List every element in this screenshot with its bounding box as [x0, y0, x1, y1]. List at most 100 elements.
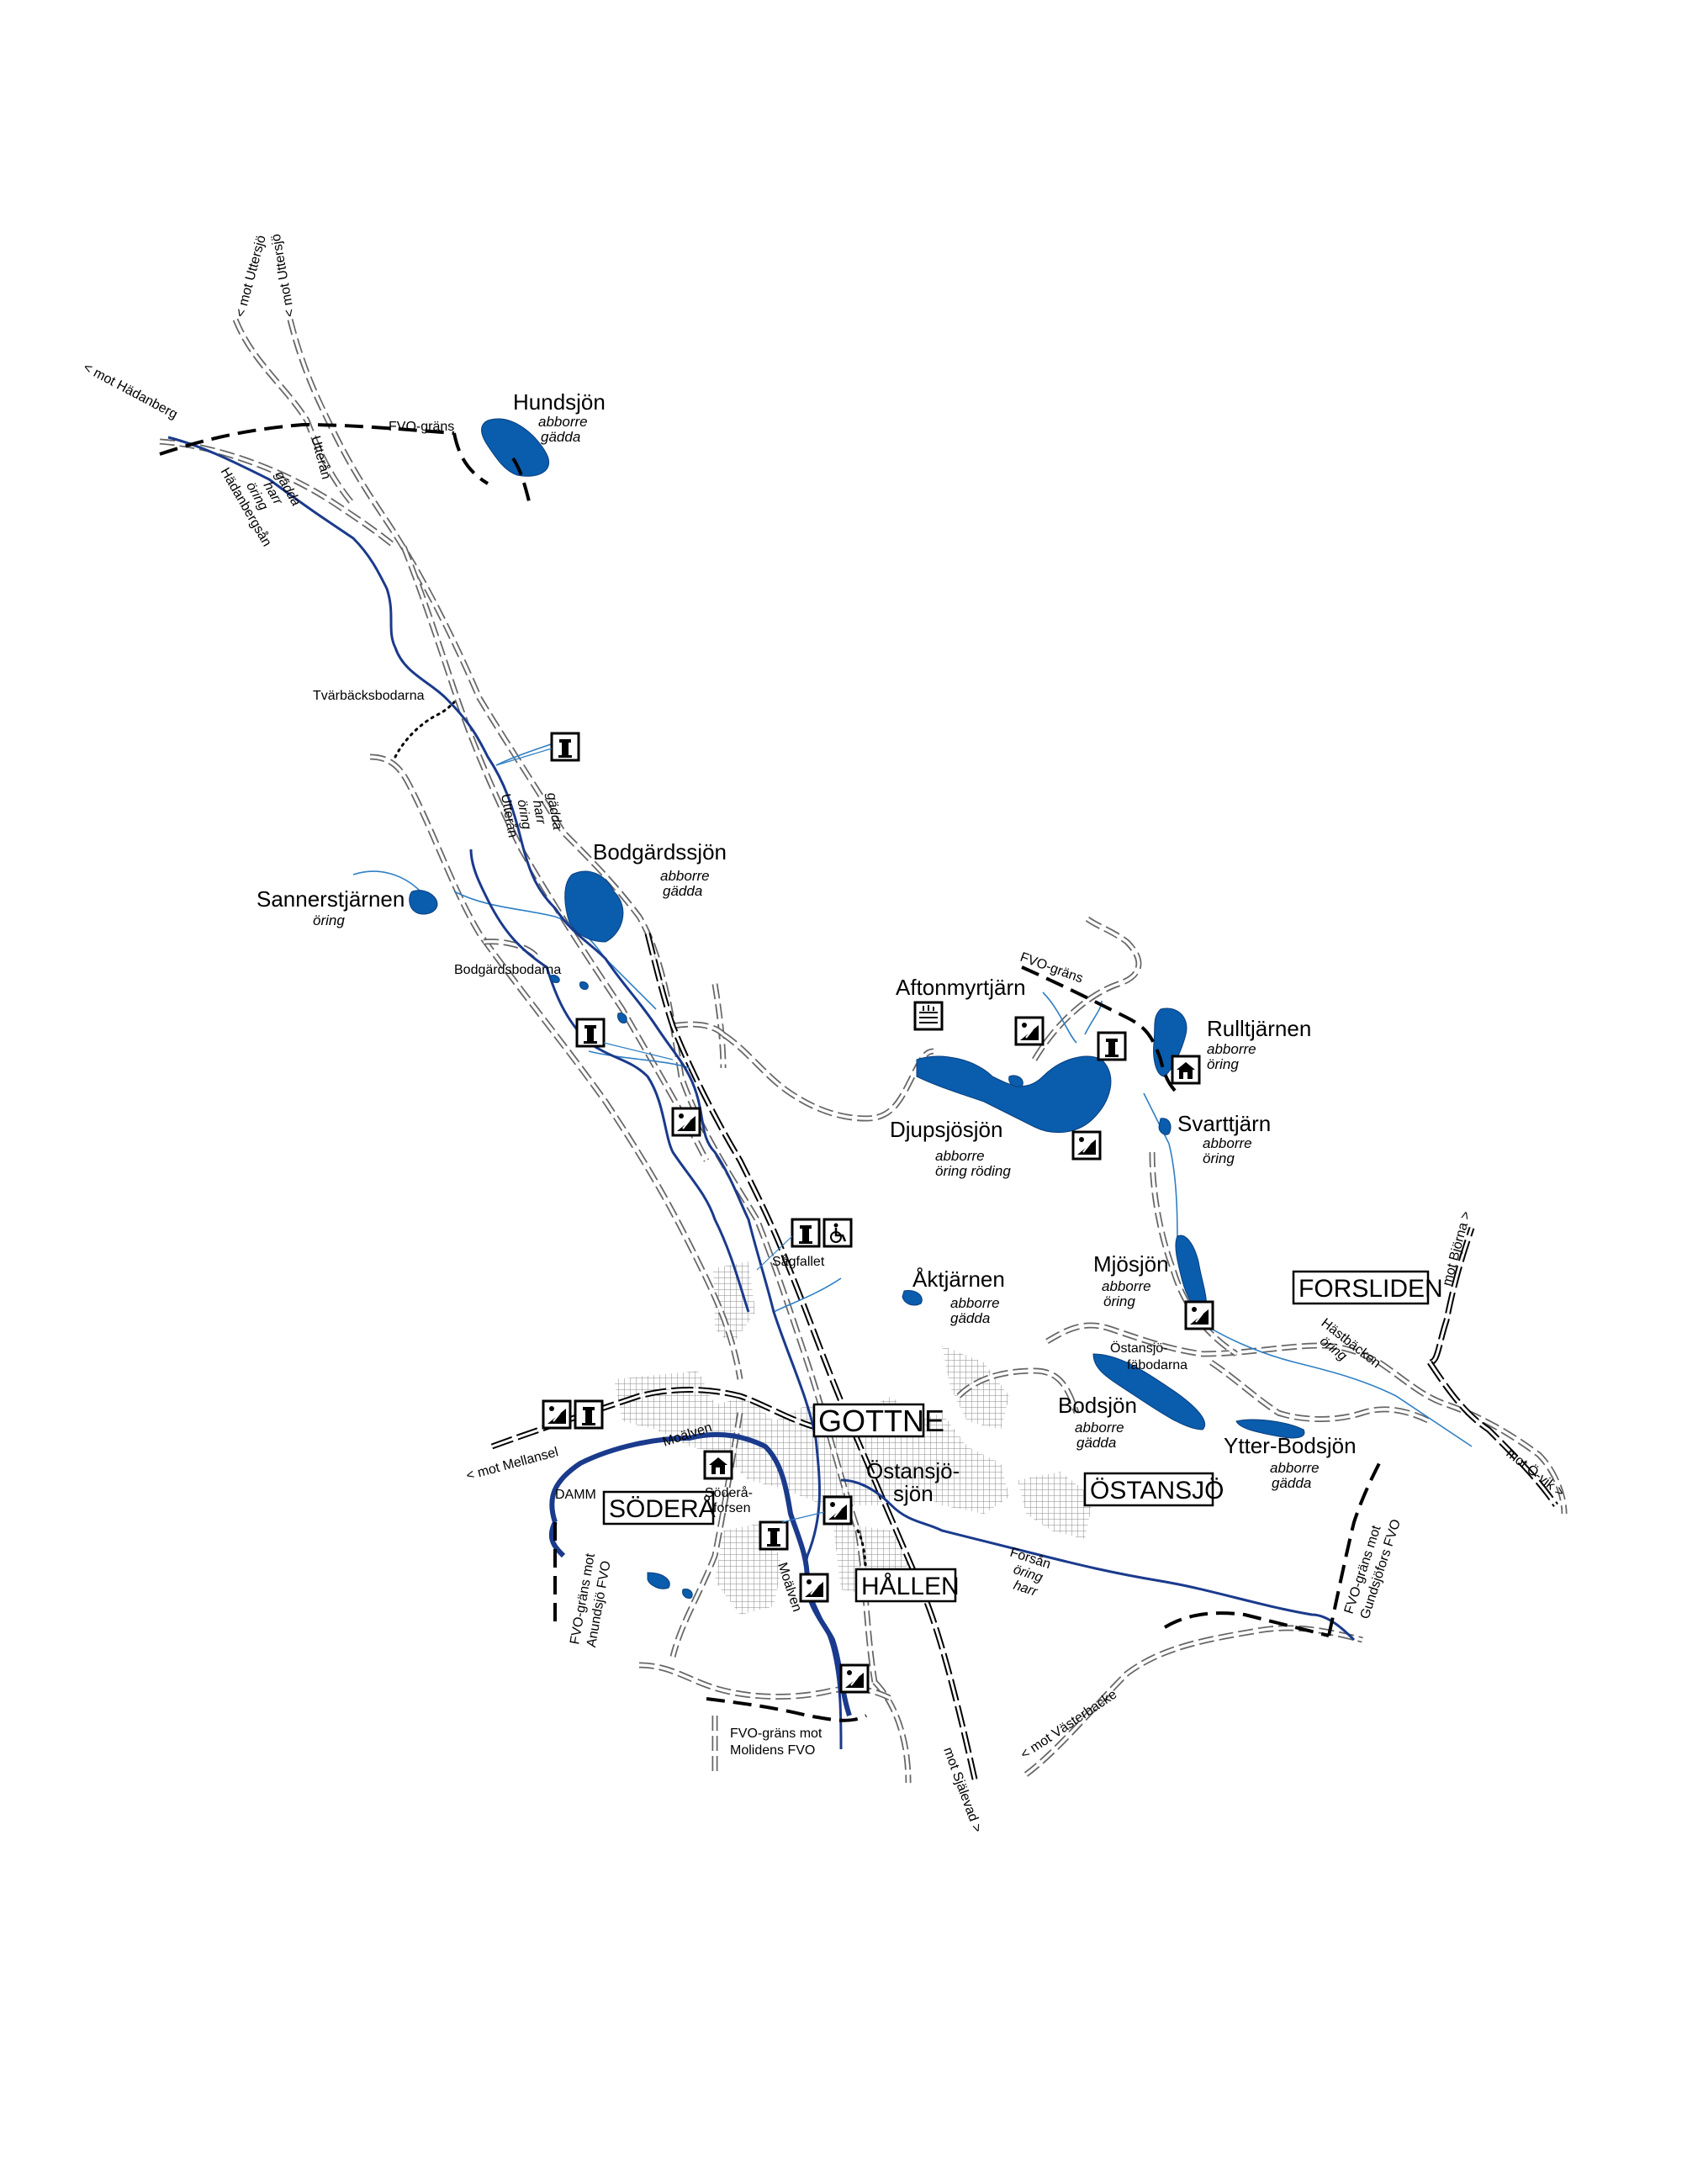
boat-ramp-icon[interactable]: [799, 1573, 829, 1603]
svg-text:gädda: gädda: [663, 883, 702, 899]
svg-text:abborre: abborre: [1207, 1041, 1256, 1057]
lake-small3: [550, 975, 560, 983]
svg-text:harr: harr: [530, 799, 548, 826]
svg-text:abborre: abborre: [1102, 1278, 1151, 1294]
label-fvo-moliden: FVO-gräns mot: [730, 1727, 822, 1741]
lake-svarttjarn: [1158, 1118, 1172, 1135]
boat-ramp-icon[interactable]: [1184, 1300, 1214, 1330]
tower-icon[interactable]: [759, 1520, 789, 1551]
town-hallen: HÅLLEN: [861, 1573, 960, 1600]
label-soderaforsen: Söderå-: [705, 1485, 753, 1500]
leader-lines: [495, 748, 825, 1523]
label-aktjarnen: Åktjärnen: [912, 1267, 1005, 1292]
svg-text:sjön: sjön: [893, 1481, 934, 1506]
svg-text:öring: öring: [1103, 1293, 1135, 1309]
label-ostansjofabodarna: Östansjö-: [1110, 1341, 1167, 1356]
road-to-hadanberg: < mot Hädanberg: [81, 361, 180, 422]
label-bodsjon: Bodsjön: [1058, 1393, 1137, 1418]
label-bodgardsbodarna: Bodgärdsbodarna: [454, 963, 561, 977]
lake-small4: [579, 981, 589, 990]
svg-text:gädda: gädda: [1272, 1475, 1311, 1491]
boat-ramp-icon[interactable]: [542, 1399, 572, 1430]
svg-text:abborre: abborre: [660, 868, 710, 884]
svg-text:abborre: abborre: [1270, 1460, 1320, 1476]
wetland-icon[interactable]: [913, 1001, 944, 1031]
road-to-sjalevad: mot Själevad >: [940, 1746, 984, 1835]
lake-mjosjon: [1175, 1235, 1207, 1313]
svg-text:abborre: abborre: [538, 414, 588, 430]
lake-small5: [617, 1013, 627, 1023]
lake-labels: Hundsjön abborre gädda Bodgärdssjön abbo…: [257, 389, 1357, 1506]
svg-text:Molidens FVO: Molidens FVO: [730, 1743, 815, 1758]
label-ostansjosjon: Östansjö-: [866, 1458, 960, 1483]
boat-ramp-icon[interactable]: [1071, 1130, 1102, 1161]
boat-ramp-icon[interactable]: [1014, 1016, 1045, 1046]
fvo-borders: [159, 422, 1381, 1722]
label-ytterbodsjon: Ytter-Bodsjön: [1224, 1433, 1357, 1458]
moalven-river: [549, 1431, 852, 1716]
label-sagfallet: Sågfallet: [772, 1254, 825, 1269]
road-to-mellansel: < mot Mellansel: [465, 1445, 560, 1483]
tower-icon[interactable]: [575, 1018, 606, 1048]
river-labels: Utterån Utterån öring harr gädda Hädanbe…: [218, 434, 1383, 1613]
tower-icon[interactable]: [574, 1399, 604, 1430]
lake-ytterbodsjon: [1235, 1419, 1305, 1439]
damm-outlet: [548, 1520, 566, 1558]
svg-text:öring: öring: [1207, 1056, 1239, 1072]
label-svarttjarn: Svarttjärn: [1177, 1111, 1271, 1136]
svg-text:abborre: abborre: [935, 1148, 985, 1164]
label-aftonmyrtjarn: Aftonmyrtjärn: [896, 975, 1026, 1000]
label-bodgardssjon: Bodgärdssjön: [593, 839, 727, 865]
cabin-icon[interactable]: [1171, 1055, 1201, 1085]
svg-text:gädda: gädda: [541, 429, 580, 445]
cabin-icon[interactable]: [703, 1450, 733, 1480]
town-gottne: GOTTNE: [818, 1404, 944, 1438]
lake-bodsjon: [1092, 1353, 1205, 1430]
lake-aktjarnen: [902, 1289, 923, 1306]
lakes: [409, 418, 1305, 1599]
place-labels: Tvärbäcksbodarna Bodgärdsbodarna Sågfall…: [313, 689, 1187, 1515]
svg-text:gädda: gädda: [1076, 1435, 1116, 1451]
svg-text:gädda: gädda: [950, 1310, 990, 1326]
lake-djupsjosjon: [916, 1055, 1112, 1134]
boat-ramp-icon[interactable]: [671, 1107, 701, 1137]
label-sannerstjarnen: Sannerstjärnen: [257, 886, 405, 912]
road-to-uttersjo-1: < mot Uttersjö: [233, 234, 268, 319]
lake-small6: [1008, 1075, 1023, 1087]
boat-ramp-icon[interactable]: [839, 1663, 870, 1694]
svg-text:abborre: abborre: [1075, 1420, 1124, 1436]
road-to-vasterbacke: < mot Västerbacke: [1018, 1687, 1120, 1762]
town-ostansjo: ÖSTANSJÖ: [1090, 1477, 1224, 1504]
svg-text:öring: öring: [515, 798, 534, 830]
svg-text:öring: öring: [1203, 1150, 1235, 1166]
tower-icon[interactable]: [791, 1218, 821, 1248]
svg-text:abborre: abborre: [1203, 1135, 1252, 1151]
town-boxes: [602, 1270, 1430, 1603]
lake-small1: [647, 1572, 670, 1589]
tower-icon[interactable]: [550, 732, 580, 762]
town-forsliden: FORSLIDEN: [1299, 1275, 1443, 1303]
tower-icon[interactable]: [1097, 1031, 1127, 1061]
boat-ramp-icon[interactable]: [822, 1495, 853, 1526]
road-to-bjorna: mot Björna >: [1440, 1210, 1473, 1288]
svg-text:fäbodarna: fäbodarna: [1127, 1358, 1187, 1372]
svg-text:abborre: abborre: [950, 1295, 1000, 1311]
lake-hundsjon: [481, 418, 549, 477]
svg-text:forsen: forsen: [713, 1501, 750, 1515]
wheelchair-icon[interactable]: [822, 1218, 853, 1248]
label-rulltjarnen: Rulltjärnen: [1207, 1016, 1311, 1041]
roads: [159, 318, 1568, 1784]
lake-bodgardssjon: [564, 870, 624, 943]
label-hundsjon: Hundsjön: [513, 389, 606, 415]
label-damm: DAMM: [555, 1488, 596, 1502]
svg-text:öring: öring: [313, 912, 345, 928]
label-fvo-top: FVO-gräns: [389, 420, 454, 434]
rivers: [167, 436, 1356, 1750]
road-to-uttersjo-2: < mot Uttersjö: [269, 233, 298, 319]
label-tvarbacksbodarna: Tvärbäcksbodarna: [313, 689, 425, 703]
svg-text:öring röding: öring röding: [935, 1163, 1011, 1179]
label-djupsjosjon: Djupsjösjön: [890, 1117, 1002, 1142]
lake-sannerstjarnen: [409, 890, 438, 915]
